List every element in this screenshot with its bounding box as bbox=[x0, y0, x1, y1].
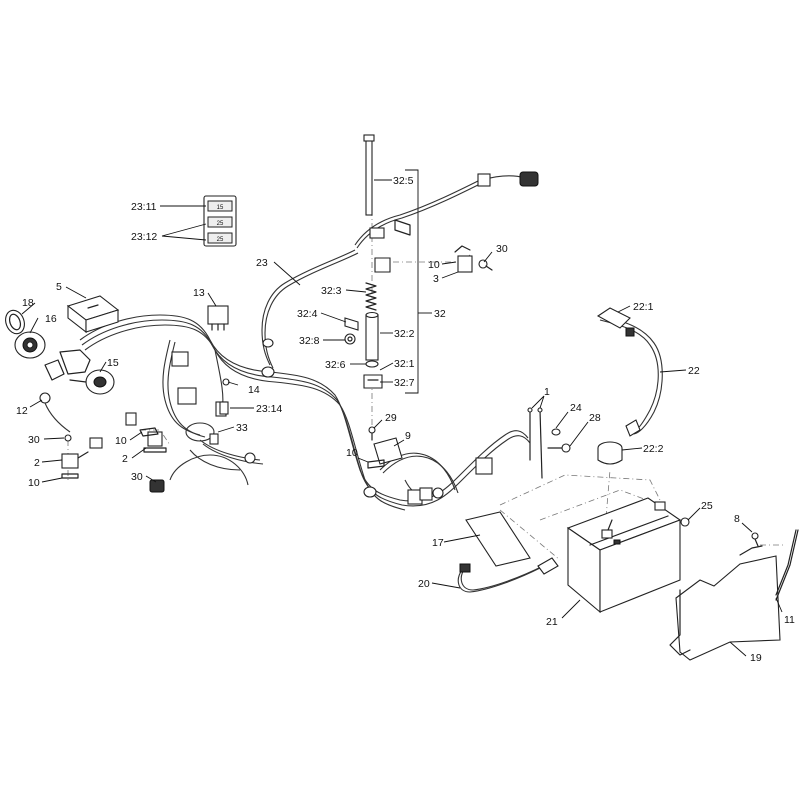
rod-11 bbox=[775, 529, 799, 601]
socket-16 bbox=[14, 331, 46, 359]
diode-23-14 bbox=[219, 401, 229, 415]
callout-label: 29 bbox=[385, 412, 397, 424]
callout-label: 9 bbox=[405, 430, 411, 442]
callout-label: 10 bbox=[28, 477, 40, 489]
callout-label: 5 bbox=[56, 281, 62, 293]
callout-label: 32:4 bbox=[297, 308, 318, 320]
callout-label: 14 bbox=[248, 384, 260, 396]
screw-29 bbox=[368, 426, 376, 441]
callout-label: 25 bbox=[701, 500, 713, 512]
nut-25 bbox=[680, 517, 690, 527]
screw-30-left bbox=[64, 434, 72, 442]
callout-label: 23:14 bbox=[256, 403, 282, 415]
callout-label: 16 bbox=[45, 313, 57, 325]
key-switch-15 bbox=[69, 369, 115, 395]
callout-label: 30 bbox=[496, 243, 508, 255]
callout-label: 18 bbox=[22, 297, 34, 309]
callout-label: 19 bbox=[750, 652, 762, 664]
connector-30-lower bbox=[149, 449, 249, 493]
plunger-32-2 bbox=[365, 311, 379, 361]
nut-32-8 bbox=[344, 333, 356, 345]
callout-label: 32:3 bbox=[321, 285, 342, 297]
switch-3 bbox=[374, 245, 473, 273]
battery-cable-22 bbox=[596, 307, 663, 437]
leader-lines bbox=[21, 179, 783, 657]
module-5 bbox=[66, 295, 120, 334]
sensor-12 bbox=[39, 392, 71, 433]
harness-grommets bbox=[244, 338, 444, 499]
callout-label: 30 bbox=[28, 434, 40, 446]
callout-label: 10 bbox=[428, 259, 440, 271]
bracket-32-4 bbox=[344, 317, 359, 331]
callout-label: 10 bbox=[115, 435, 127, 447]
callout-label: 30 bbox=[131, 471, 143, 483]
fuse-label: 25 bbox=[217, 221, 224, 227]
callout-label: 13 bbox=[193, 287, 205, 299]
callout-label: 32:1 bbox=[394, 358, 415, 370]
switch-9 bbox=[367, 437, 403, 469]
spring-32-3 bbox=[365, 282, 377, 311]
washer-24 bbox=[551, 428, 561, 436]
callout-label: 22:2 bbox=[643, 443, 664, 455]
screw-30-top bbox=[478, 259, 493, 271]
rod-left-19 bbox=[669, 589, 691, 656]
callout-label: 2 bbox=[34, 457, 40, 469]
upper-wire-run bbox=[354, 171, 539, 249]
callout-label: 3 bbox=[433, 273, 439, 285]
callout-label: 24 bbox=[570, 402, 582, 414]
callout-label: 11 bbox=[784, 614, 795, 626]
callout-label: 1 bbox=[544, 386, 550, 398]
callout-label: 32:2 bbox=[394, 328, 415, 340]
fuse-label: 15 bbox=[217, 205, 224, 211]
loop-33 bbox=[185, 422, 219, 445]
callout-label: 10 bbox=[346, 447, 358, 459]
rod-32-5 bbox=[363, 134, 375, 216]
fuse-block-23: 15 25 25 bbox=[203, 195, 237, 247]
holddown-plate-19 bbox=[675, 555, 781, 661]
main-harness-23 bbox=[79, 249, 531, 511]
battery-21 bbox=[566, 497, 682, 614]
switch-2-left bbox=[61, 451, 89, 479]
callout-label: 23:12 bbox=[131, 231, 157, 243]
clip-10-center bbox=[139, 427, 159, 437]
callout-labels: 32:5 23:11 23:12 30 10 3 23 5 13 32:3 18… bbox=[16, 175, 795, 664]
callout-label: 32:8 bbox=[299, 335, 320, 347]
callout-label: 12 bbox=[16, 405, 28, 417]
boot-22-2 bbox=[597, 441, 623, 465]
callout-label: 33 bbox=[236, 422, 248, 434]
cable-tie-1 bbox=[527, 407, 543, 479]
switch-2-center bbox=[89, 412, 167, 453]
cap-18 bbox=[5, 309, 25, 335]
clip-32-1-32-7 bbox=[363, 374, 383, 389]
callout-label: 32:7 bbox=[394, 377, 415, 389]
pad-17 bbox=[465, 511, 531, 567]
screw-8 bbox=[739, 532, 763, 556]
fuse-label: 25 bbox=[217, 237, 224, 243]
callout-label: 20 bbox=[418, 578, 430, 590]
callout-label: 32:5 bbox=[393, 175, 414, 187]
callout-label: 21 bbox=[546, 616, 558, 628]
callout-label: 2 bbox=[122, 453, 128, 465]
negative-cable-20 bbox=[457, 557, 559, 593]
callout-label: 32 bbox=[434, 308, 446, 320]
callout-label: 8 bbox=[734, 513, 740, 525]
washer-32-6 bbox=[365, 360, 379, 368]
callout-label: 32:6 bbox=[325, 359, 346, 371]
callout-label: 15 bbox=[107, 357, 119, 369]
callout-label: 23:11 bbox=[131, 201, 157, 213]
relay-13 bbox=[207, 305, 229, 331]
bracket-32 bbox=[405, 169, 419, 394]
callout-label: 23 bbox=[256, 257, 268, 269]
callout-label: 28 bbox=[589, 412, 601, 424]
callout-label: 22:1 bbox=[633, 301, 654, 313]
nut-28 bbox=[547, 443, 571, 453]
callout-label: 17 bbox=[432, 537, 444, 549]
callout-label: 22 bbox=[688, 365, 700, 377]
